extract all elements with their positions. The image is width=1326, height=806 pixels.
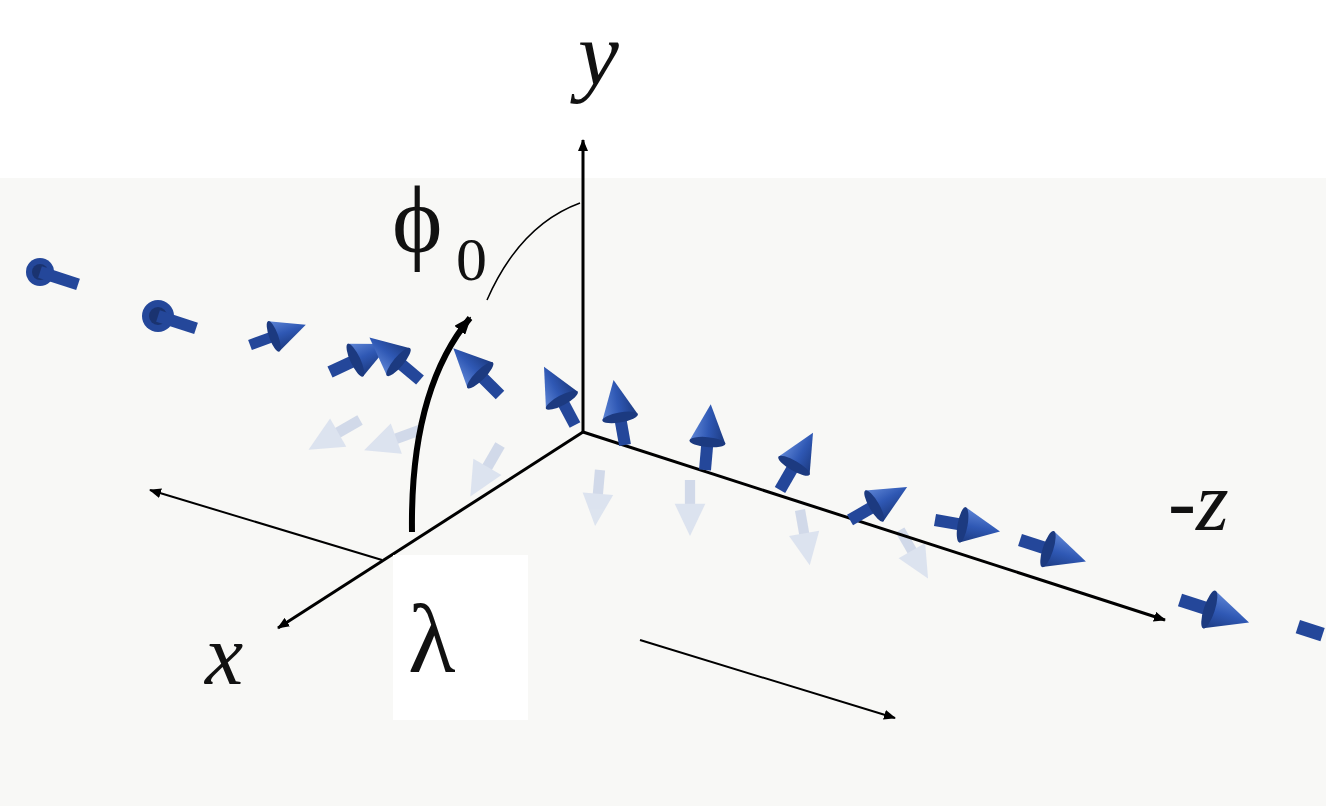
axis-label: ϕ <box>392 172 443 268</box>
axis-label: -z <box>1168 460 1229 544</box>
axis-label: 0 <box>456 228 487 290</box>
axis-label: λ <box>408 590 456 688</box>
axis-label: x <box>205 612 243 698</box>
axis-label: y <box>578 8 619 100</box>
